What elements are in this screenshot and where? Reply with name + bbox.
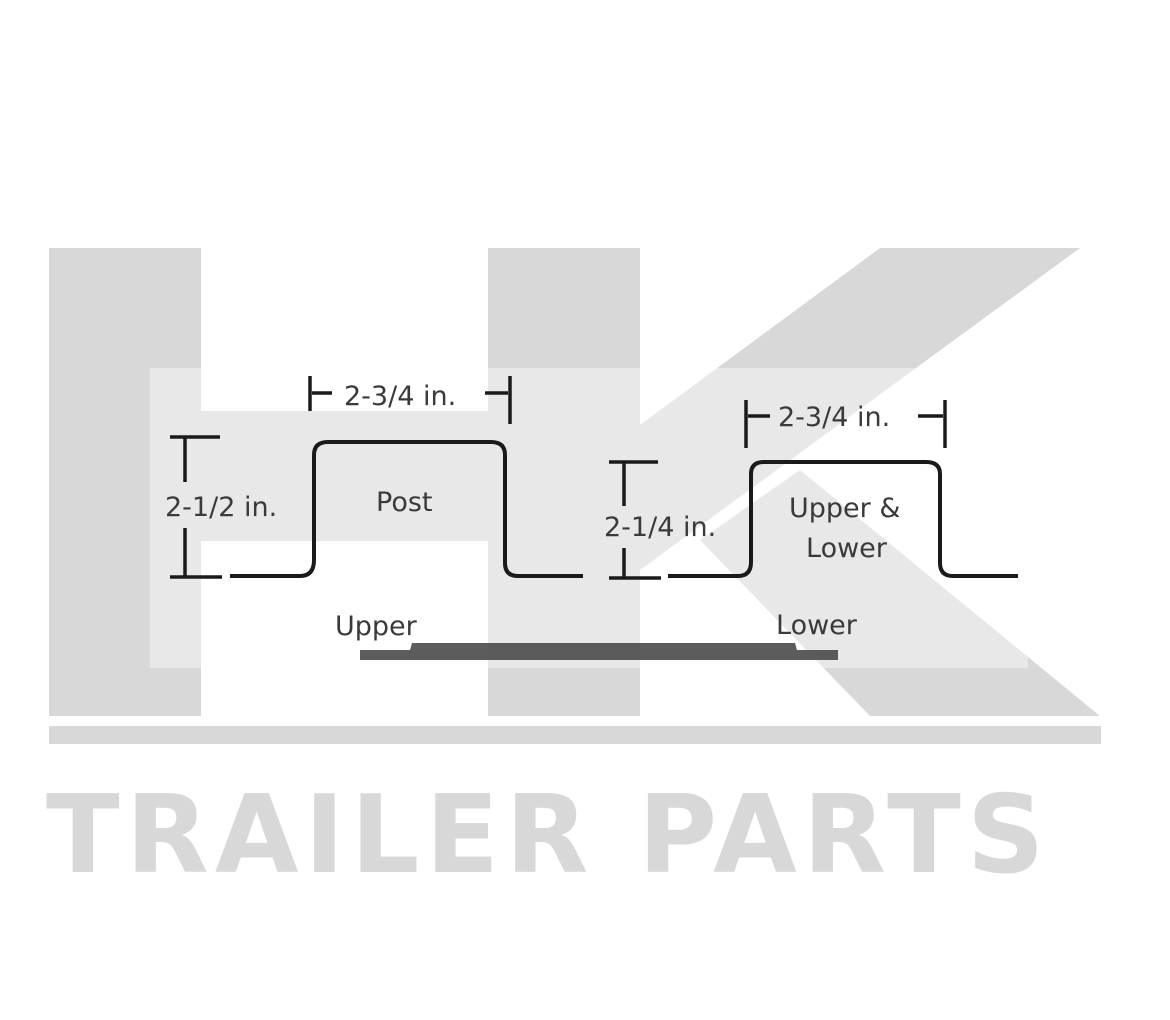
post-height-dimension: [170, 435, 222, 579]
upper-lower-name-line2: Lower: [806, 533, 888, 564]
watermark-tagline: TRAILER PARTS: [46, 773, 1051, 898]
splice-bar: [360, 643, 838, 660]
upper-lower-width-label: 2-3/4 in.: [778, 402, 890, 433]
upper-lower-height-dimension: [609, 460, 661, 580]
upper-lower-name-line1: Upper &: [789, 493, 900, 524]
splice-bar-lower-label: Lower: [776, 610, 858, 641]
post-width-label: 2-3/4 in.: [344, 381, 456, 412]
post-name-label: Post: [376, 487, 433, 518]
upper-lower-height-label: 2-1/4 in.: [604, 512, 716, 543]
post-height-label: 2-1/2 in.: [165, 492, 277, 523]
splice-bar-upper-label: Upper: [335, 611, 418, 642]
upper-lower-profile: [668, 460, 1018, 578]
post-width-dimension: [308, 376, 512, 424]
diagram-panel: [150, 368, 1028, 668]
upper-lower-width-dimension: [744, 400, 947, 448]
post-profile: [230, 440, 583, 578]
